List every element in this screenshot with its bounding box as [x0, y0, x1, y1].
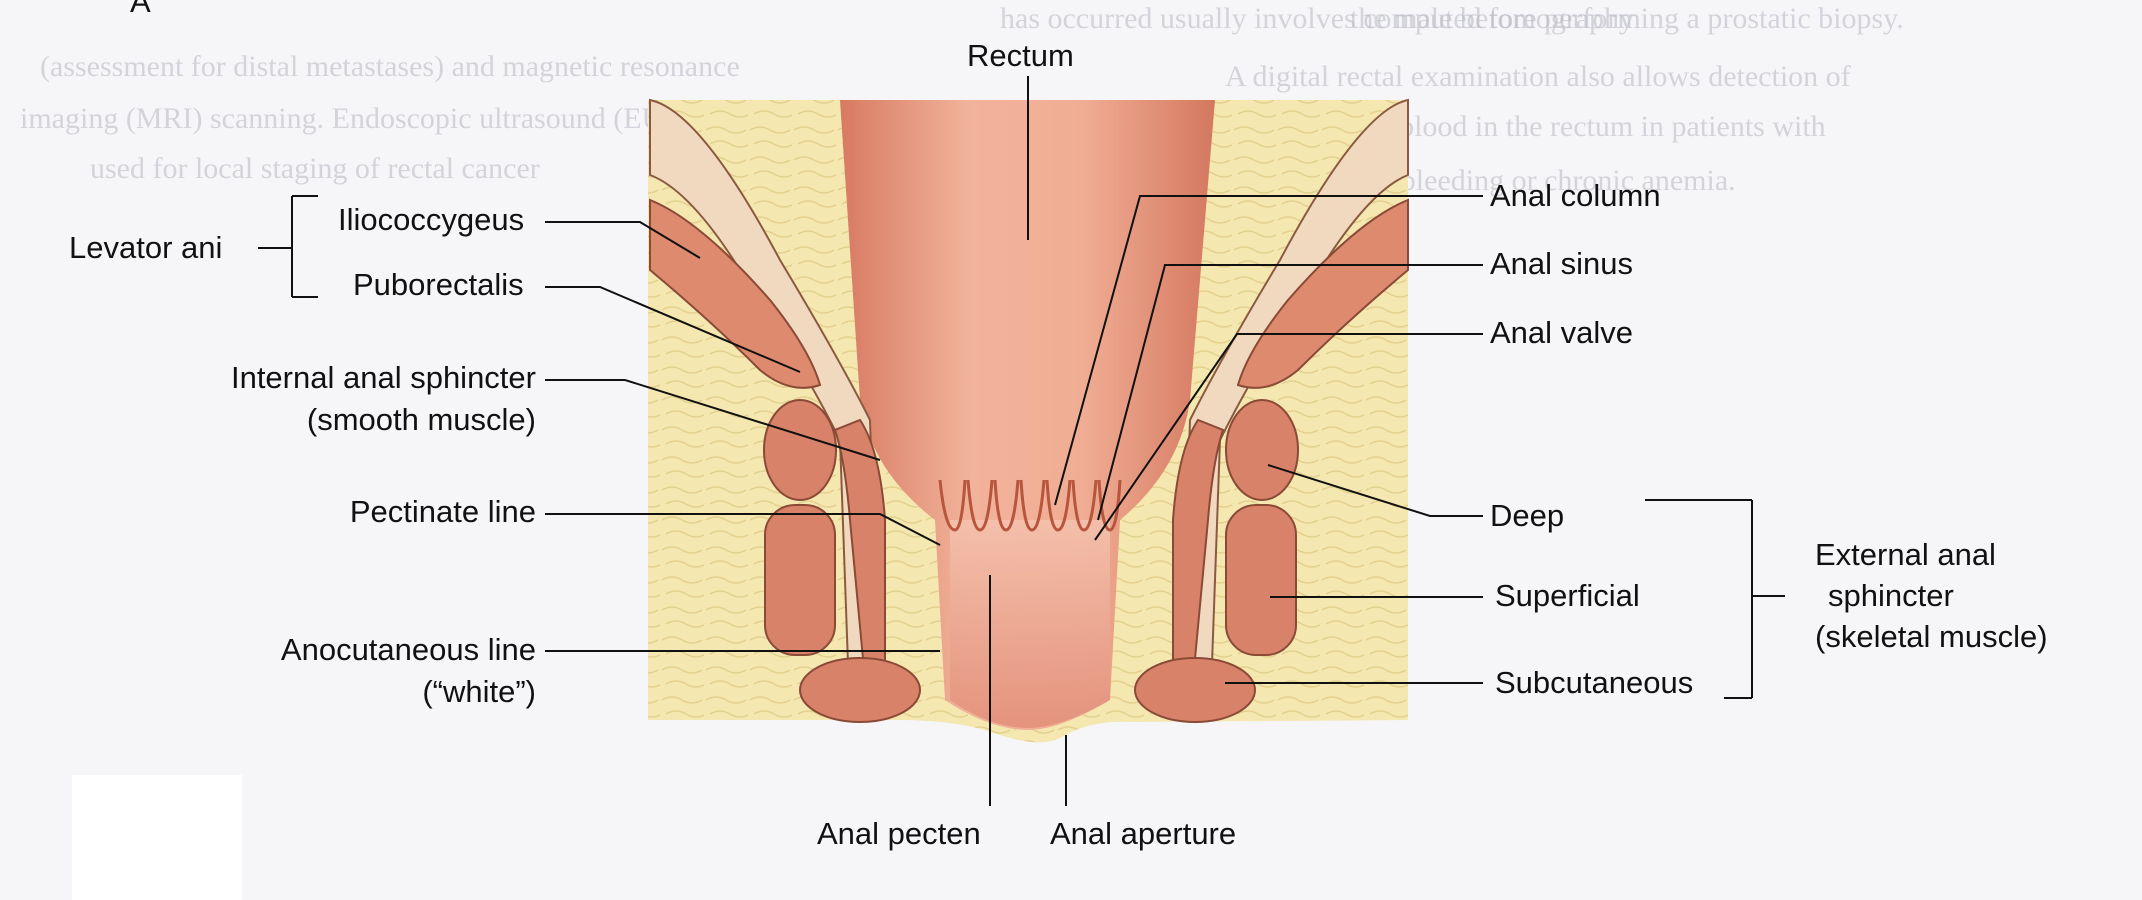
label-anal-valve: Anal valve — [1490, 315, 1634, 350]
show-through-text: has occurred usually involves computed t… — [1000, 2, 1635, 35]
label-deep: Deep — [1490, 498, 1565, 533]
label-rectum: Rectum — [967, 38, 1074, 73]
label-pectinate-line: Pectinate line — [349, 494, 536, 529]
label-subcutaneous: Subcutaneous — [1495, 665, 1694, 700]
leader-lines — [258, 76, 1785, 806]
label-external-skeletal: (skeletal muscle) — [1815, 619, 2048, 654]
deep-ext-sphincter-right — [1225, 399, 1299, 501]
rectum — [840, 100, 1215, 730]
superficial-ext-sphincter-left — [764, 504, 836, 656]
label-internal-anal-sphincter: Internal anal sphincter — [230, 360, 536, 395]
label-anal-pecten: Anal pecten — [817, 816, 981, 851]
label-iliococcygeus: Iliococcygeus — [338, 202, 525, 237]
superficial-ext-sphincter-right — [1225, 504, 1297, 656]
label-puborectalis: Puborectalis — [353, 267, 524, 302]
label-external-anal: External anal — [1815, 537, 1996, 572]
figure-letter: A — [130, 0, 151, 19]
anal-canal — [950, 520, 1110, 728]
iliococcygeus-right — [1236, 198, 1409, 389]
show-through-text: A digital rectal examination also allows… — [1225, 60, 1851, 93]
subcutaneous-ext-sphincter-right — [1134, 657, 1256, 723]
label-anocutaneous-line: Anocutaneous line — [280, 632, 536, 667]
anal-columns — [938, 479, 1122, 532]
show-through-text: the male before performing a prostatic b… — [1350, 2, 1904, 35]
show-through-text: imaging (MRI) scanning. Endoscopic ultra… — [20, 102, 774, 135]
label-superficial: Superficial — [1495, 578, 1640, 613]
deep-ext-sphincter-left — [763, 399, 837, 501]
label-anal-aperture: Anal aperture — [1050, 816, 1237, 851]
label-anocutaneous-white: (“white”) — [422, 674, 536, 709]
iliococcygeus-left — [649, 198, 822, 389]
blank-patch — [72, 775, 242, 900]
label-anal-column: Anal column — [1490, 178, 1661, 213]
label-internal-anal-sphincter-sub: (smooth muscle) — [306, 402, 536, 437]
show-through-text: (assessment for distal metastases) and m… — [40, 50, 740, 83]
label-anal-sinus: Anal sinus — [1490, 246, 1634, 281]
label-external-sphincter: sphincter — [1828, 578, 1954, 613]
show-through-text: used for local staging of rectal cancer — [90, 152, 540, 185]
subcutaneous-ext-sphincter-left — [799, 657, 921, 723]
label-levator-ani: Levator ani — [69, 230, 223, 265]
